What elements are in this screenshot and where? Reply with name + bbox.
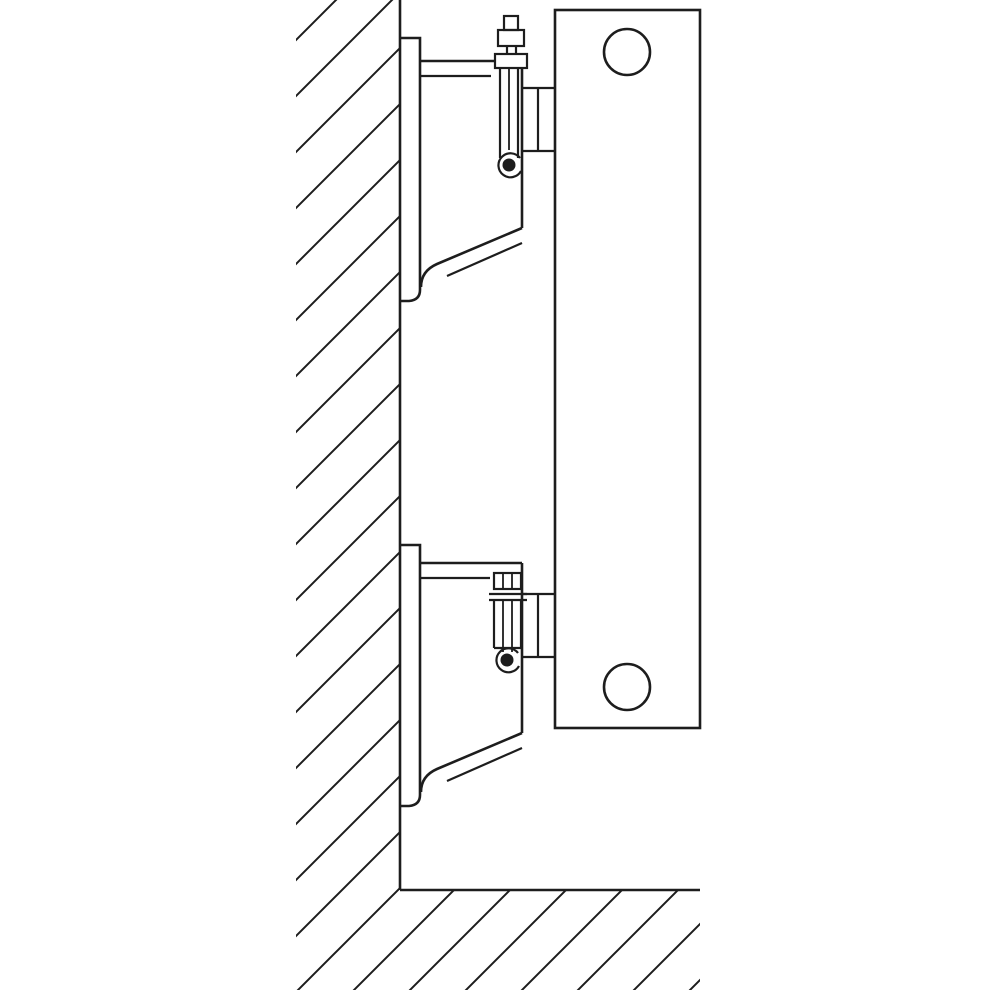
lower-bracket-diagonal-inner [446,746,523,783]
wall-section [296,0,400,890]
lower-fastener [489,571,527,674]
clip-body [498,68,520,158]
lower-bracket-diagonal [419,731,523,793]
bolt-head [492,571,523,591]
upper-hook-tab [522,86,555,153]
upper-bracket-diagonal-inner [446,241,523,278]
wall-hatch [296,0,400,890]
clamp-hook [495,647,520,674]
radiator-bottom-opening [602,662,652,712]
upper-bracket [400,36,524,303]
radiator-top-opening [602,27,652,77]
floor-section [296,890,700,990]
upper-fastener [493,14,529,179]
bolt-head-slots [502,573,513,589]
screw-neck [505,46,518,54]
lower-hook-lines [522,592,555,659]
lower-pivot-pin [500,653,514,667]
radiator-body [553,8,702,730]
line-work [398,0,702,892]
upper-bracket-back-plate [400,36,422,303]
bolt-shaft [502,600,513,652]
lower-bracket-back-plate [400,543,422,808]
clamp-body [492,600,523,648]
upper-pivot-pin [502,158,516,172]
floor-hatch [296,890,700,990]
radiator-panel [553,8,702,730]
screw-head [496,28,526,48]
lower-hook-tab [522,592,555,659]
upper-bracket-diagonal [419,226,523,288]
clip-seat-washer [493,52,529,70]
clip-hook [497,152,522,179]
upper-hook-lines [522,86,555,153]
